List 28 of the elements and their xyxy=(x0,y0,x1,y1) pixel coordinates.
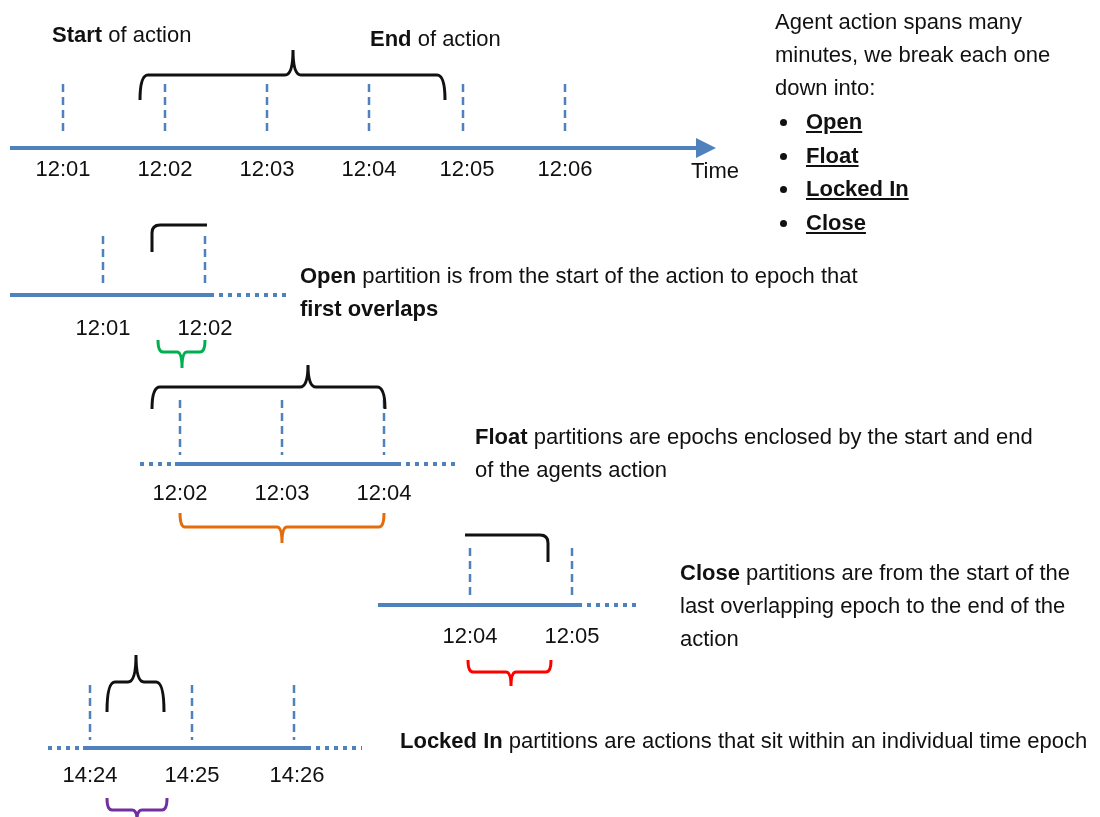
time-label: 12:05 xyxy=(439,155,495,183)
time-label: 12:02 xyxy=(137,155,193,183)
list-item: Open xyxy=(776,105,863,138)
annotation-text: End of action xyxy=(370,25,501,53)
description-text: Close partitions are from the start of the last overlapping epoch to the end of the action xyxy=(680,559,1072,653)
time-label: 14:26 xyxy=(269,761,325,789)
time-label: 12:04 xyxy=(442,622,498,650)
time-label: Time xyxy=(690,157,740,185)
list-item: Float xyxy=(776,139,859,172)
description-text: Locked In partitions are actions that sit within an individual time epoch xyxy=(400,727,1089,755)
description-text: Float partitions are epochs enclosed by the start and end of the agents action xyxy=(475,423,1034,484)
time-label: 12:04 xyxy=(356,479,412,507)
time-label: 12:06 xyxy=(537,155,593,183)
time-label: 12:03 xyxy=(239,155,295,183)
time-label: 14:24 xyxy=(62,761,118,789)
time-label: 12:05 xyxy=(544,622,600,650)
time-label: 14:25 xyxy=(164,761,220,789)
list-item: Locked In xyxy=(776,172,909,205)
list-item: Close xyxy=(776,206,866,239)
time-label: 12:02 xyxy=(177,314,233,342)
time-label: 12:01 xyxy=(35,155,91,183)
time-label: 12:03 xyxy=(254,479,310,507)
time-label: 12:01 xyxy=(75,314,131,342)
annotation-text: Start of action xyxy=(52,21,192,49)
description-text: Open partition is from the start of the action to epoch that first overlaps xyxy=(300,262,859,323)
time-label: 12:04 xyxy=(341,155,397,183)
time-label: 12:02 xyxy=(152,479,208,507)
description-text: Agent action spans many minutes, we break each one down into: xyxy=(775,8,1052,102)
